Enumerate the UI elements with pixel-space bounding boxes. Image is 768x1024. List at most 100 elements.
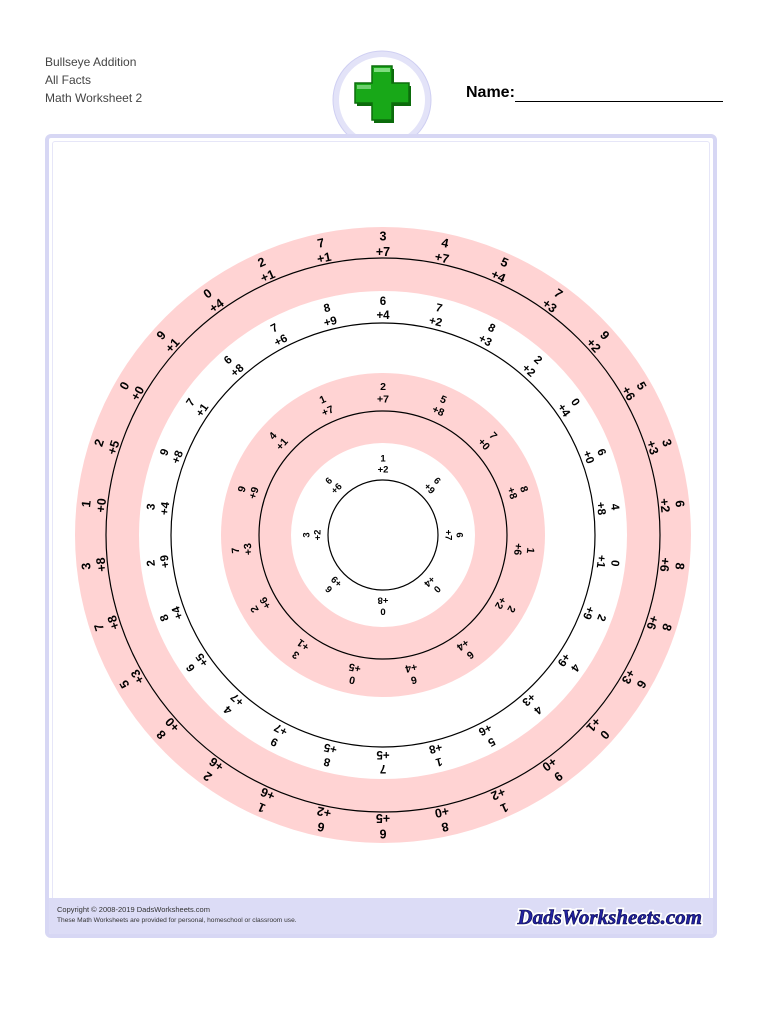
addition-problem: 8+6 xyxy=(657,557,687,573)
addend-bottom: +3 xyxy=(242,542,255,555)
addend-bottom: +6 xyxy=(207,754,227,774)
addend-bottom: +5 xyxy=(348,660,362,674)
addition-problem: 7+3 xyxy=(230,542,255,555)
addend-bottom: +5 xyxy=(376,811,390,825)
addend-bottom: +1 xyxy=(316,250,333,267)
addend-top: 3 xyxy=(290,648,302,661)
addition-problem: 3+3 xyxy=(643,437,674,456)
addition-problem: 4+7 xyxy=(433,236,450,267)
dadsworksheets-logo[interactable]: DadsWorksheets.com DadsWorksheets.com xyxy=(507,900,703,932)
addend-bottom: +7 xyxy=(433,250,450,267)
center-circle xyxy=(327,479,439,591)
addend-bottom: +0 xyxy=(94,498,109,514)
addend-top: 6 xyxy=(454,532,465,537)
addend-bottom: +8 xyxy=(430,403,446,419)
addend-top: 0 xyxy=(608,559,621,567)
addition-problem: 0+5 xyxy=(348,660,362,686)
addend-bottom: +8 xyxy=(427,740,443,755)
addend-top: 2 xyxy=(504,603,517,614)
addend-top: 0 xyxy=(380,606,385,617)
ring-line-1 xyxy=(105,257,661,813)
addend-bottom: +4 xyxy=(159,501,173,516)
addend-top: 7 xyxy=(269,322,280,336)
addend-bottom: +8 xyxy=(105,614,123,632)
disclaimer-text: These Math Worksheets are provided for p… xyxy=(57,917,297,924)
addend-top: 0 xyxy=(348,673,356,686)
addition-problem: 1+2 xyxy=(378,453,389,475)
addend-top: 1 xyxy=(79,500,94,508)
addend-top: 3 xyxy=(301,532,312,537)
addend-top: 2 xyxy=(92,437,107,448)
name-field[interactable]: Name: xyxy=(466,84,723,104)
addend-top: 8 xyxy=(517,485,530,494)
addend-bottom: +1 xyxy=(295,636,312,653)
addend-bottom: +3 xyxy=(476,333,493,350)
addend-bottom: +4 xyxy=(170,604,186,621)
addend-bottom: +0 xyxy=(540,754,560,774)
addend-bottom: +6 xyxy=(643,614,661,632)
plus-icon xyxy=(354,65,411,123)
addend-bottom: +2 xyxy=(657,498,672,514)
worksheet-info: Bullseye Addition All Facts Math Workshe… xyxy=(45,53,142,107)
addend-bottom: +6 xyxy=(657,557,672,573)
addend-top: 2 xyxy=(145,559,158,567)
addition-problem: 4+8 xyxy=(594,501,621,516)
addition-problem: 6+7 xyxy=(443,530,465,541)
addend-top: 0 xyxy=(431,583,443,595)
addend-top: 1 xyxy=(380,453,386,464)
addend-bottom: +6 xyxy=(258,784,277,803)
addend-top: 6 xyxy=(409,673,417,686)
addition-problem: 6+4 xyxy=(376,296,390,322)
addend-top: 7 xyxy=(92,622,107,633)
addend-top: 3 xyxy=(659,437,674,448)
addend-bottom: +4 xyxy=(404,660,418,674)
addend-top: 4 xyxy=(440,236,450,251)
addend-top: 7 xyxy=(434,302,443,315)
addend-top: 6 xyxy=(431,475,443,487)
addend-bottom: +7 xyxy=(273,721,290,738)
addition-problem: 0+8 xyxy=(378,595,389,617)
addition-problem: 2+6 xyxy=(248,594,274,614)
addend-bottom: +0 xyxy=(433,804,450,821)
addend-bottom: +2 xyxy=(378,464,389,475)
addend-top: 6 xyxy=(316,819,326,834)
addition-problem: 3+2 xyxy=(301,530,323,541)
addend-top: 5 xyxy=(438,393,448,406)
addition-problem: 7+6 xyxy=(269,322,290,350)
copyright-text: Copyright © 2008-2019 DadsWorksheets.com xyxy=(57,905,210,914)
addend-top: 2 xyxy=(594,612,607,622)
addend-bottom: +0 xyxy=(580,449,596,466)
addend-top: 8 xyxy=(672,562,687,570)
addend-bottom: +9 xyxy=(580,604,596,621)
addend-top: 2 xyxy=(248,603,261,614)
addition-problem: 6+2 xyxy=(657,498,687,514)
addend-top: 8 xyxy=(158,612,172,623)
addend-top: 3 xyxy=(79,562,94,570)
addend-bottom: +2 xyxy=(428,315,444,330)
addend-top: 6 xyxy=(323,475,335,487)
addend-top: 3 xyxy=(380,230,387,244)
addition-problem: 8+9 xyxy=(323,302,339,330)
addend-bottom: +8 xyxy=(594,501,608,516)
addend-top: 1 xyxy=(318,393,328,406)
addend-bottom: +5 xyxy=(376,748,390,760)
addend-bottom: +0 xyxy=(128,384,147,403)
addend-bottom: +2 xyxy=(312,530,323,541)
addend-bottom: +2 xyxy=(492,595,508,612)
addition-problem: 5+8 xyxy=(430,393,448,419)
addend-bottom: +7 xyxy=(320,403,336,419)
addend-bottom: +6 xyxy=(511,543,524,556)
addend-top: 7 xyxy=(316,236,326,251)
svg-text:DadsWorksheets.com: DadsWorksheets.com xyxy=(516,905,702,929)
addition-problem: 2+5 xyxy=(92,437,123,456)
addend-top: 6 xyxy=(323,583,335,595)
addend-bottom: +8 xyxy=(504,486,519,501)
addition-problem: 9+7 xyxy=(269,721,290,749)
addition-problem: 1+6 xyxy=(511,543,536,556)
name-label: Name: xyxy=(466,84,515,101)
addition-problem: 7+5 xyxy=(376,748,390,774)
addend-top: 8 xyxy=(322,755,332,768)
addition-problem: 3+4 xyxy=(145,501,173,516)
addition-problem: 7+2 xyxy=(428,302,444,330)
